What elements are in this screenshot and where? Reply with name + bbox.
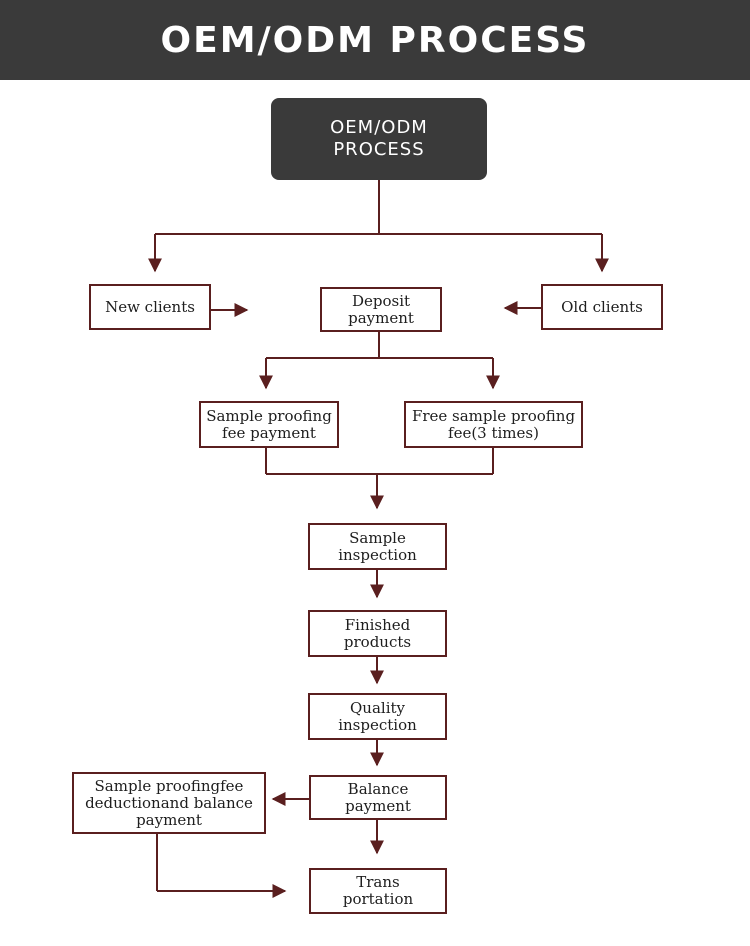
node-quality-inspection: Quality inspection (308, 693, 447, 740)
node-sample-inspection: Sample inspection (308, 523, 447, 570)
node-sample-proofing-fee: Sample proofing fee payment (199, 401, 339, 448)
node-new-clients: New clients (89, 284, 211, 330)
node-finished-products: Finished products (308, 610, 447, 657)
page-title: OEM/ODM PROCESS (160, 19, 590, 61)
header-banner: OEM/ODM PROCESS (0, 0, 750, 80)
node-balance-payment: Balance payment (309, 775, 447, 820)
node-deposit-payment: Deposit payment (320, 287, 442, 332)
node-deduction-balance: Sample proofingfee deductionand balance … (72, 772, 266, 834)
node-free-sample-proofing: Free sample proofing fee(3 times) (404, 401, 583, 448)
node-root: OEM/ODM PROCESS (271, 98, 487, 180)
node-old-clients: Old clients (541, 284, 663, 330)
node-transportation: Trans portation (309, 868, 447, 914)
